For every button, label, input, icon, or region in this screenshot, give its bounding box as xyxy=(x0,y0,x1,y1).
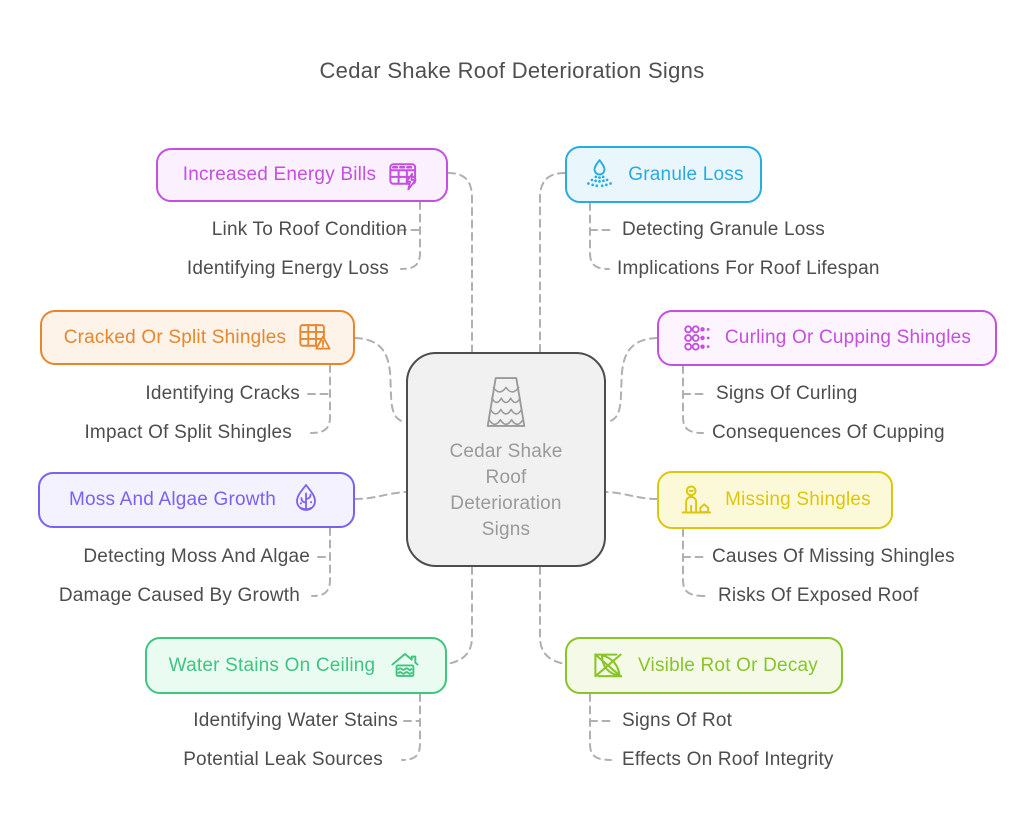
branch-label: Missing Shingles xyxy=(725,489,871,510)
branch-box-cracked-or-split-shingles: Cracked Or Split Shingles xyxy=(40,310,355,365)
branch-box-moss-and-algae-growth: Moss And Algae Growth xyxy=(38,472,355,528)
branch-label: Curling Or Cupping Shingles xyxy=(724,327,972,348)
sub-item: Identifying Cracks xyxy=(145,383,300,404)
sub-item: Causes Of Missing Shingles xyxy=(712,546,955,567)
branch-box-water-stains-on-ceiling: Water Stains On Ceiling xyxy=(145,637,447,694)
cedar-shake-roof-icon xyxy=(476,374,536,435)
sub-item: Identifying Energy Loss xyxy=(186,258,389,279)
sub-item: Damage Caused By Growth xyxy=(58,585,300,606)
branch-box-granule-loss: Granule Loss xyxy=(565,146,762,203)
sub-item: Link To Roof Condition xyxy=(211,219,407,240)
sub-item: Signs Of Curling xyxy=(716,383,858,404)
branch-box-curling-or-cupping-shingles: Curling Or Cupping Shingles xyxy=(657,310,997,366)
branch-label: Visible Rot Or Decay xyxy=(638,654,818,676)
branch-label: Granule Loss xyxy=(628,163,744,185)
branch-label: Water Stains On Ceiling xyxy=(168,654,376,676)
branch-box-visible-rot-or-decay: Visible Rot Or Decay xyxy=(565,637,843,694)
branch-label: Moss And Algae Growth xyxy=(69,489,276,510)
rot-decay-crossed-leaf-icon xyxy=(590,648,626,684)
branch-label: Cracked Or Split Shingles xyxy=(63,326,287,348)
curling-dots-grid-icon xyxy=(683,324,713,352)
cracked-shingles-grid-warning-icon xyxy=(298,321,331,354)
sub-item: Effects On Roof Integrity xyxy=(622,749,834,770)
sub-item: Detecting Moss And Algae xyxy=(83,546,310,567)
sub-item: Signs Of Rot xyxy=(622,710,733,731)
sub-item: Identifying Water Stains xyxy=(193,710,398,731)
sub-item: Implications For Roof Lifespan xyxy=(617,258,880,279)
sub-item: Impact Of Split Shingles xyxy=(84,422,292,443)
water-stains-house-icon xyxy=(387,648,423,684)
sub-item: Risks Of Exposed Roof xyxy=(718,585,919,606)
sub-item: Potential Leak Sources xyxy=(183,749,383,770)
branch-label: Increased Energy Bills xyxy=(182,164,377,185)
granule-loss-drop-icon xyxy=(583,158,616,191)
branch-box-increased-energy-bills: Increased Energy Bills xyxy=(156,148,448,202)
center-node: Cedar Shake Roof Deterioration Signs xyxy=(406,352,606,567)
energy-bills-table-icon xyxy=(388,159,421,192)
sub-item: Consequences Of Cupping xyxy=(712,422,945,443)
branch-box-missing-shingles: Missing Shingles xyxy=(657,471,893,529)
page-title: Cedar Shake Roof Deterioration Signs xyxy=(319,58,705,83)
sub-item: Detecting Granule Loss xyxy=(622,219,825,240)
moss-algae-drop-sprout-icon xyxy=(288,482,324,518)
center-label: Cedar Shake Roof Deterioration Signs xyxy=(449,441,563,540)
missing-shingles-person-house-icon xyxy=(679,483,713,517)
